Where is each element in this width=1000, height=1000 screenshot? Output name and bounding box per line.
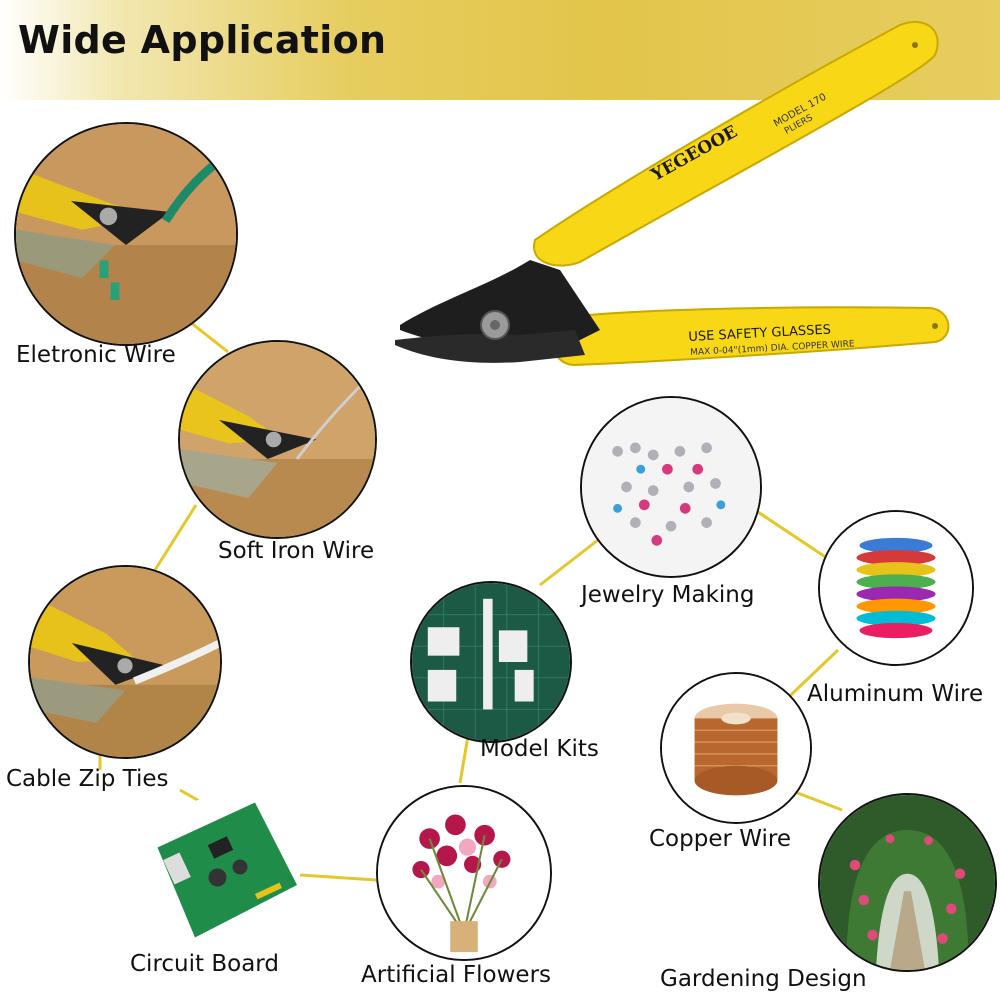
label-model-kits: Model Kits: [480, 736, 599, 762]
cable-zip-ties-photo: [28, 565, 222, 759]
label-jewelry-making: Jewelry Making: [581, 582, 755, 608]
label-soft-iron-wire: Soft Iron Wire: [218, 538, 375, 564]
aluminum-wire-photo: [818, 510, 974, 666]
model-kits-photo: [410, 581, 572, 743]
label-cable-zip-ties: Cable Zip Ties: [6, 766, 169, 792]
copper-wire-photo: [660, 672, 812, 824]
label-electronic-wire: Eletronic Wire: [16, 342, 176, 368]
label-circuit-board: Circuit Board: [130, 951, 279, 977]
gardening-design-photo: [818, 793, 997, 972]
label-copper-wire: Copper Wire: [649, 826, 791, 852]
label-aluminum-wire: Aluminum Wire: [807, 681, 984, 707]
page-title: Wide Application: [18, 18, 387, 62]
label-gardening-design: Gardening Design: [660, 966, 867, 992]
jewelry-making-photo: [580, 396, 762, 578]
label-artificial-flowers: Artificial Flowers: [361, 962, 552, 988]
soft-iron-wire-photo: [178, 340, 377, 539]
artificial-flowers-photo: [376, 785, 552, 961]
electronic-wire-photo: [14, 122, 238, 346]
circuit-board-photo: [150, 795, 300, 945]
